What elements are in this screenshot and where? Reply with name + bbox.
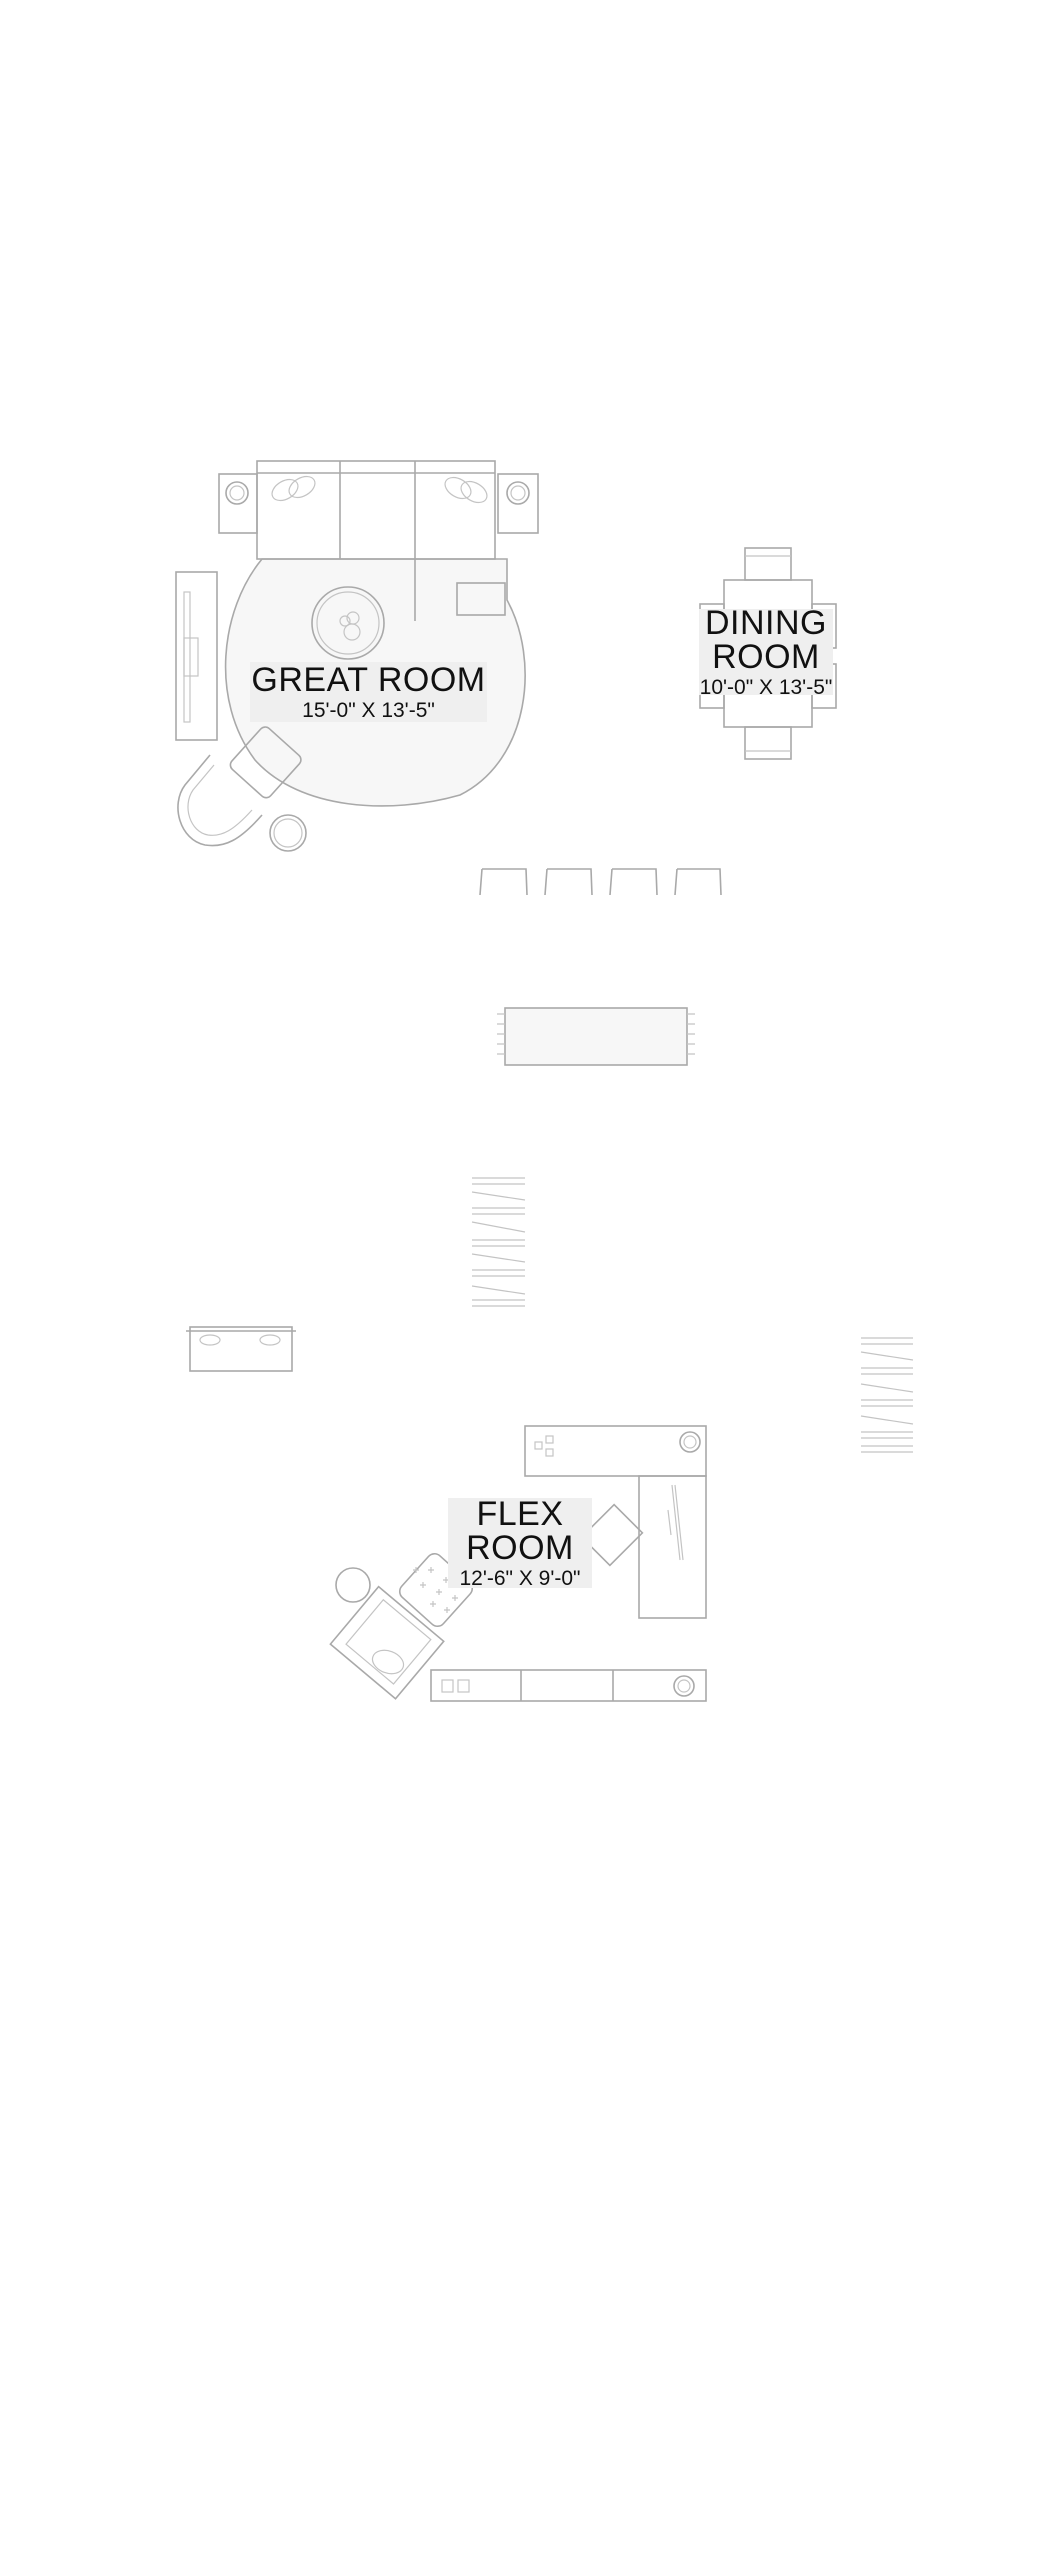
great-room-label: GREAT ROOM 15'-0" X 13'-5" (250, 662, 487, 722)
ottoman (456, 582, 506, 616)
great-room-furniture (175, 460, 539, 852)
end-table-left (218, 473, 258, 534)
recliner (329, 1585, 445, 1700)
dining-room-name-line2: ROOM (712, 638, 820, 676)
stairs-left (471, 1177, 526, 1307)
side-table-flex (335, 1567, 371, 1603)
desk-chair (580, 1503, 644, 1567)
dining-room-dimensions: 10'-0" X 13'-5" (699, 676, 833, 699)
runner-rug (497, 1007, 695, 1066)
desk (524, 1425, 707, 1619)
flex-room-label: FLEX ROOM 12'-6" X 9'-0" (448, 1495, 592, 1590)
sofa (256, 460, 496, 621)
dining-room-name-line1: DINING (705, 604, 827, 642)
bar-stools (479, 868, 722, 896)
side-table (269, 814, 307, 852)
flex-room-name-line2: ROOM (466, 1529, 574, 1567)
coffee-table (311, 586, 385, 660)
flex-room-furniture (329, 1425, 707, 1702)
stairs-right (860, 1337, 914, 1453)
bench (186, 1326, 296, 1372)
dining-room-label: DINING ROOM 10'-0" X 13'-5" (699, 604, 833, 699)
great-room-dimensions: 15'-0" X 13'-5" (302, 699, 435, 722)
end-table-right (497, 473, 539, 534)
tufted-ottoman (398, 1552, 474, 1628)
console (430, 1669, 707, 1702)
great-room-name: GREAT ROOM (251, 661, 486, 699)
tv-console (175, 571, 218, 741)
flex-room-name-line1: FLEX (476, 1495, 564, 1533)
accent-chair (177, 726, 302, 847)
flex-room-dimensions: 12'-6" X 9'-0" (459, 1567, 581, 1590)
